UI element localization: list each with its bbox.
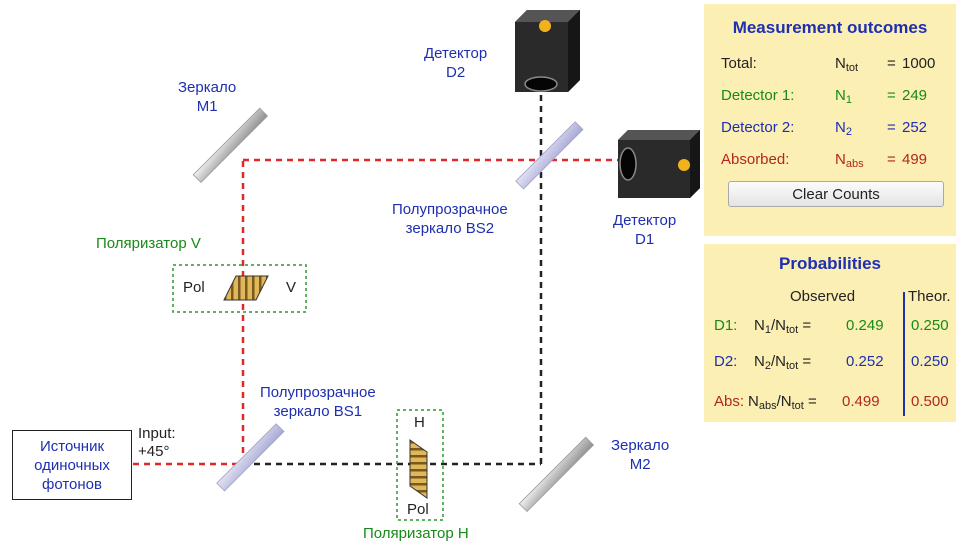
theor-header: Theor. [908, 288, 951, 305]
outcomes-title: Measurement outcomes [732, 18, 928, 37]
clear-counts-button[interactable]: Clear Counts [728, 181, 944, 207]
observed-header: Observed [790, 288, 856, 305]
probabilities-title: Probabilities [778, 254, 882, 273]
column-divider [903, 292, 905, 416]
detector2-count: 252 [902, 119, 928, 136]
absorbed-count: 499 [902, 151, 928, 168]
mirror-m2 [518, 436, 595, 513]
input-polarization-label: Input:+45° [138, 425, 176, 460]
polarizer-v [172, 264, 307, 313]
abs-theor: 0.500 [911, 393, 949, 410]
d2-theor: 0.250 [911, 353, 949, 370]
polarizer-h-label: Поляризатор H [363, 525, 469, 542]
polarizer-v-label: Поляризатор V [96, 235, 201, 252]
polarizer-v-axis-text: V [286, 279, 297, 296]
polarizer-v-pol-text: Pol [183, 279, 205, 296]
beam-splitter-bs1 [216, 423, 285, 492]
abs-observed: 0.499 [842, 393, 880, 410]
d1-theor: 0.250 [911, 317, 949, 334]
polarizer-h [396, 409, 444, 521]
polarizer-h-pol-text: Pol [407, 501, 429, 518]
probabilities-panel: Probabilities Observed Theor. D1: N1/Nto… [704, 244, 956, 422]
d2-observed: 0.252 [846, 353, 884, 370]
measurement-outcomes-panel: Measurement outcomes Total: Ntot = 1000 … [704, 4, 956, 236]
photon-source: Источник одиночных фотонов [12, 430, 132, 500]
detector-d2 [515, 10, 580, 92]
d1-observed: 0.249 [846, 317, 884, 334]
polarizer-h-axis-text: H [414, 414, 425, 431]
mirror-m1 [192, 107, 269, 184]
detector1-count: 249 [902, 87, 928, 104]
total-count: 1000 [902, 55, 936, 72]
beam-splitter-bs2 [515, 121, 584, 190]
detector-d1 [618, 130, 700, 198]
